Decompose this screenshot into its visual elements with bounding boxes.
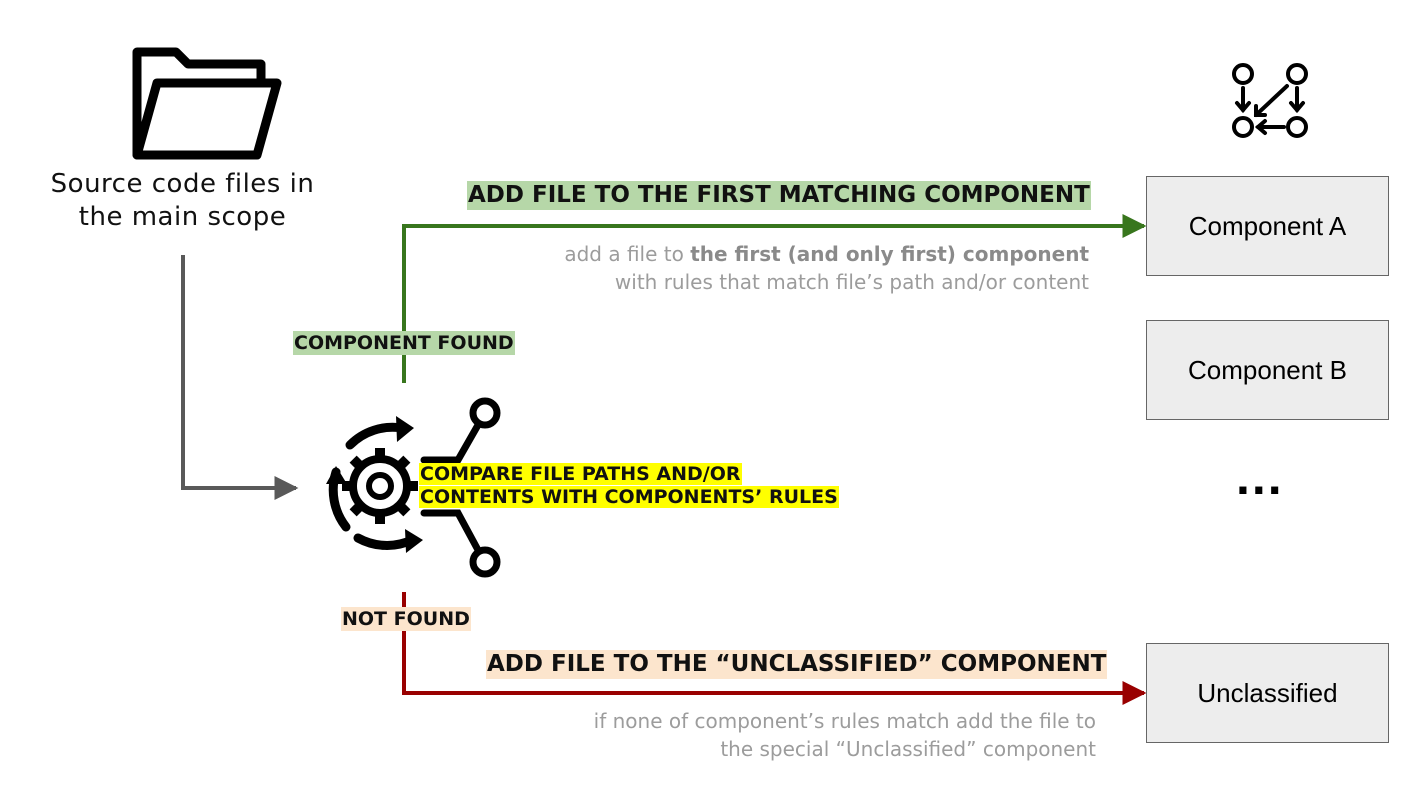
found-branch-title: ADD FILE TO THE FIRST MATCHING COMPONENT — [467, 181, 1091, 210]
found-branch-description: add a file to the first (and only first)… — [564, 242, 1089, 294]
more-components-ellipsis: ... — [1236, 449, 1284, 505]
notfound-branch-description: if none of component’s rules match add t… — [593, 709, 1096, 761]
found-branch-arrow — [402, 214, 1147, 383]
unclassified-component-box: Unclassified — [1146, 643, 1389, 743]
source-to-processor-arrow — [181, 255, 299, 500]
component-a-box: Component A — [1146, 176, 1389, 276]
compare-rules-label: COMPARE FILE PATHS AND/OR CONTENTS WITH … — [419, 463, 839, 508]
component-b-box: Component B — [1146, 320, 1389, 420]
not-found-label: NOT FOUND — [341, 607, 471, 631]
folder-icon — [132, 47, 282, 160]
source-files-label: Source code files in the main scope — [50, 169, 315, 232]
workflow-icon — [1232, 63, 1308, 138]
notfound-branch-title: ADD FILE TO THE “UNCLASSIFIED” COMPONENT — [486, 650, 1108, 679]
gear-cycle-icon — [326, 397, 501, 578]
component-found-label: COMPONENT FOUND — [293, 331, 515, 355]
